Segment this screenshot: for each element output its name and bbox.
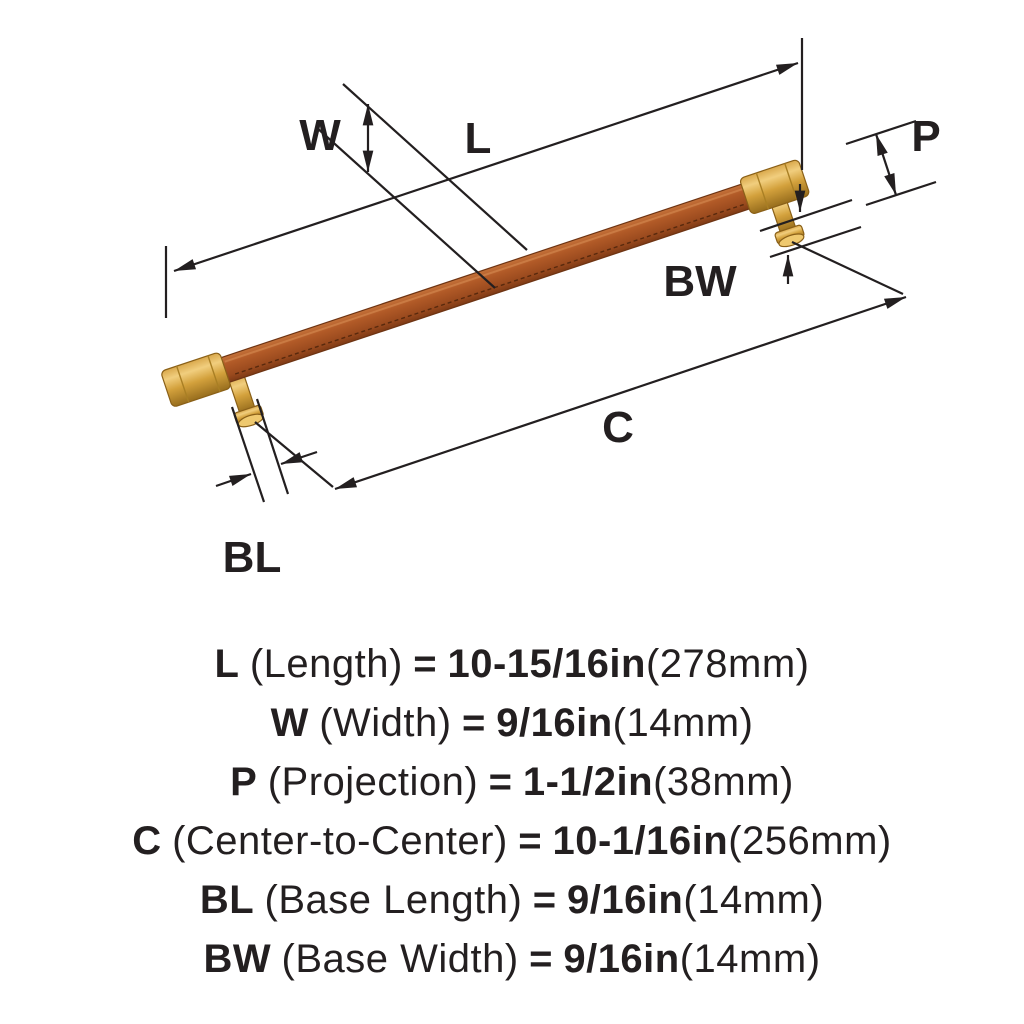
legend-name: (Center-to-Center) (172, 819, 508, 863)
legend-symbol: W (270, 701, 309, 745)
left-end-cap (161, 352, 231, 407)
dimension-C-extension-right (791, 241, 904, 295)
legend-row-base-length: BL(Base Length)=9/16in(14mm) (200, 878, 824, 922)
legend-row-center-to-center: C(Center-to-Center)=10-1/16in(256mm) (132, 819, 891, 863)
legend-name: (Length) (249, 642, 403, 686)
legend-equals: = (529, 937, 553, 981)
dimension-L-line (173, 61, 799, 273)
dimension-label-C: C (602, 403, 634, 452)
dimension-label-BW: BW (663, 257, 737, 306)
legend-row-width: W(Width)=9/16in(14mm) (271, 701, 754, 745)
dimension-P-extension-1 (845, 119, 917, 146)
dimension-BL-extension-1 (230, 406, 266, 503)
legend-row-base-width: BW(Base Width)=9/16in(14mm) (203, 937, 820, 981)
dimension-BL-extension-2 (255, 398, 290, 495)
legend-value: 9/16in (496, 701, 613, 745)
dimension-label-L: L (465, 114, 492, 163)
dimension-legend: L(Length)=10-15/16in(278mm) W(Width)=9/1… (0, 642, 1024, 981)
dimension-W-extension-1 (342, 83, 528, 251)
legend-symbol: P (230, 760, 258, 804)
legend-value: 9/16in (566, 878, 684, 922)
legend-equals: = (462, 701, 486, 745)
legend-name: (Projection) (267, 760, 479, 804)
dimension-W-extension-2 (315, 126, 496, 289)
legend-equals: = (518, 819, 543, 863)
left-end-cap-body (161, 352, 231, 407)
legend-value: 10-1/16in (552, 819, 729, 863)
legend-row-projection: P(Projection)=1-1/2in(38mm) (230, 760, 794, 804)
dimension-BW-extension-top (759, 198, 853, 233)
legend-symbol: BW (203, 937, 272, 981)
dimension-BL-arrow-left (215, 472, 252, 488)
left-mounting-post (227, 373, 264, 428)
legend-row-length: L(Length)=10-15/16in(278mm) (215, 642, 810, 686)
legend-metric: (38mm) (653, 760, 794, 804)
dimension-label-BL: BL (223, 533, 282, 582)
dimension-P-arrow (874, 133, 898, 196)
legend-symbol: C (132, 819, 162, 863)
legend-metric: (278mm) (645, 642, 810, 686)
dimension-BL-arrow-right (280, 450, 318, 466)
legend-value: 1-1/2in (522, 760, 654, 804)
dimension-label-W: W (299, 111, 341, 160)
dimension-C-line (334, 295, 907, 491)
left-end-cap-ring-inner (207, 355, 221, 392)
legend-symbol: BL (199, 878, 255, 922)
legend-symbol: L (214, 642, 240, 686)
legend-name: (Base Width) (281, 937, 519, 981)
legend-equals: = (413, 642, 438, 686)
legend-name: (Width) (319, 701, 452, 745)
legend-metric: (14mm) (683, 878, 825, 922)
legend-name: (Base Length) (264, 878, 523, 922)
dimension-diagram: L W P C BW BL (161, 38, 941, 582)
left-end-cap-ring (175, 365, 190, 403)
legend-metric: (14mm) (612, 701, 754, 745)
dimension-label-P: P (911, 112, 940, 161)
legend-value: 10-15/16in (447, 642, 646, 686)
legend-metric: (256mm) (728, 819, 892, 863)
legend-equals: = (532, 878, 557, 922)
legend-equals: = (488, 760, 513, 804)
dimension-P-extension-2 (865, 180, 937, 207)
legend-metric: (14mm) (679, 937, 821, 981)
legend-value: 9/16in (563, 937, 680, 981)
dimension-BW-extension-bottom (769, 225, 862, 259)
